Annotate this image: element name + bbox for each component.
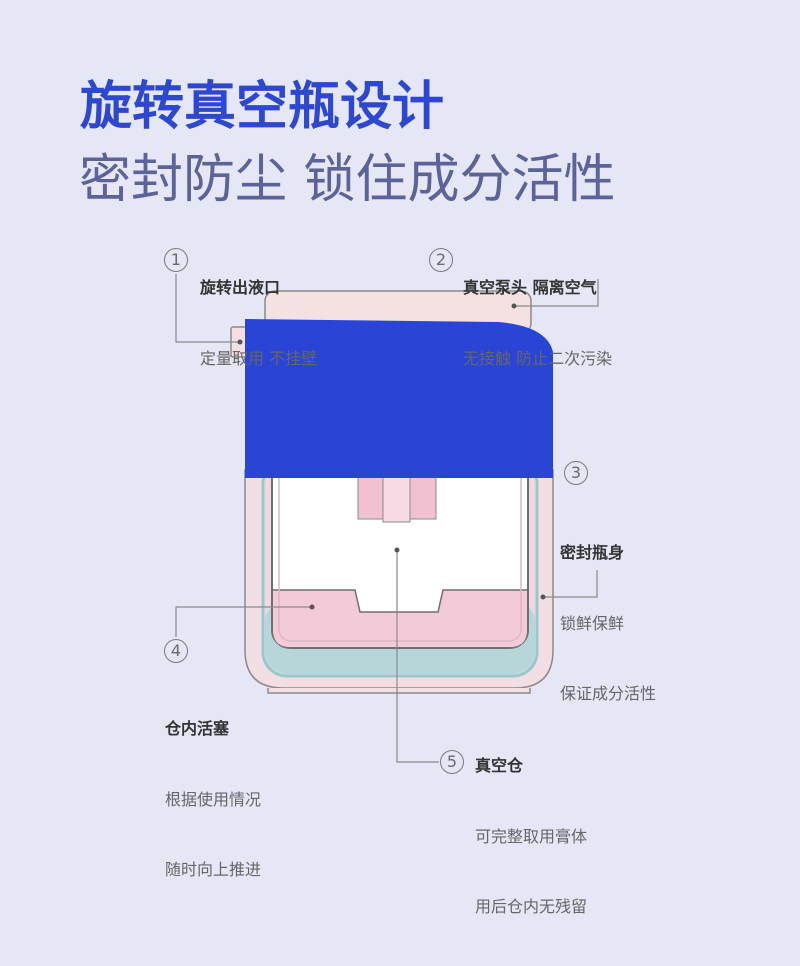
leader-dot-5 [394,547,400,553]
leader-line-4 [175,606,312,637]
product-infographic: 旋转真空瓶设计 密封防尘 锁住成分活性 1 2 3 4 5 旋转出液口 定量取用… [79,77,656,916]
callout-vacuum-pump-head: 真空泵头 隔离空气 无接触 防止二次污染 [463,229,612,417]
callout-inner-piston: 仓内活塞 根据使用情况 随时向上推进 [165,670,261,929]
callout-4-line-2: 随时向上推进 [165,860,262,879]
callout-5-title: 真空仓 [475,756,524,775]
callout-sealed-body: 密封瓶身 锁鲜保鲜 保证成分活性 [560,494,656,753]
callout-4-number-badge: 4 [164,639,188,663]
callout-5-line-2: 用后仓内无残留 [475,897,588,916]
leader-dot-3 [540,594,546,600]
callout-5-line-1: 可完整取用膏体 [475,826,588,846]
callout-2-title: 真空泵头 隔离空气 [463,278,597,297]
callout-3-title: 密封瓶身 [560,543,625,562]
vacuum-bottle-illustration [175,274,599,763]
piston [273,590,527,647]
leader-line-2 [514,279,599,307]
callout-rotary-outlet: 旋转出液口 定量取用 不挂壁 [200,229,317,417]
leader-dot-4 [309,604,315,610]
leader-line-3 [543,570,598,598]
callout-1-title: 旋转出液口 [200,278,281,297]
callout-3-line-2: 保证成分活性 [560,684,657,703]
callout-vacuum-chamber: 真空仓 可完整取用膏体 用后仓内无残留 [475,707,587,966]
callout-5-number-badge: 5 [440,750,464,774]
pump-stem-middle [382,475,411,523]
pump-stem-right [409,475,437,520]
pump-stem-left [357,475,384,520]
page-subtitle: 密封防尘 锁住成分活性 [79,150,616,210]
callout-4-title: 仓内活塞 [165,719,230,738]
page-title: 旋转真空瓶设计 [80,77,445,137]
leader-line-5 [396,550,439,763]
callout-4-line-1: 根据使用情况 [165,789,262,809]
callout-2-number-badge: 2 [429,248,453,272]
callout-1-line-1: 定量取用 不挂壁 [200,348,318,368]
callout-3-number-badge: 3 [564,461,588,485]
bottle-base [267,688,531,694]
callout-2-line-1: 无接触 防止二次污染 [463,348,613,368]
leader-dot-2 [511,303,517,309]
leader-dot-1 [237,339,243,345]
blue-band [245,319,553,478]
piston-top-edge [273,589,527,613]
callout-1-number-badge: 1 [164,248,188,272]
callout-3-line-1: 锁鲜保鲜 [560,613,625,633]
leader-line-1 [175,274,240,343]
